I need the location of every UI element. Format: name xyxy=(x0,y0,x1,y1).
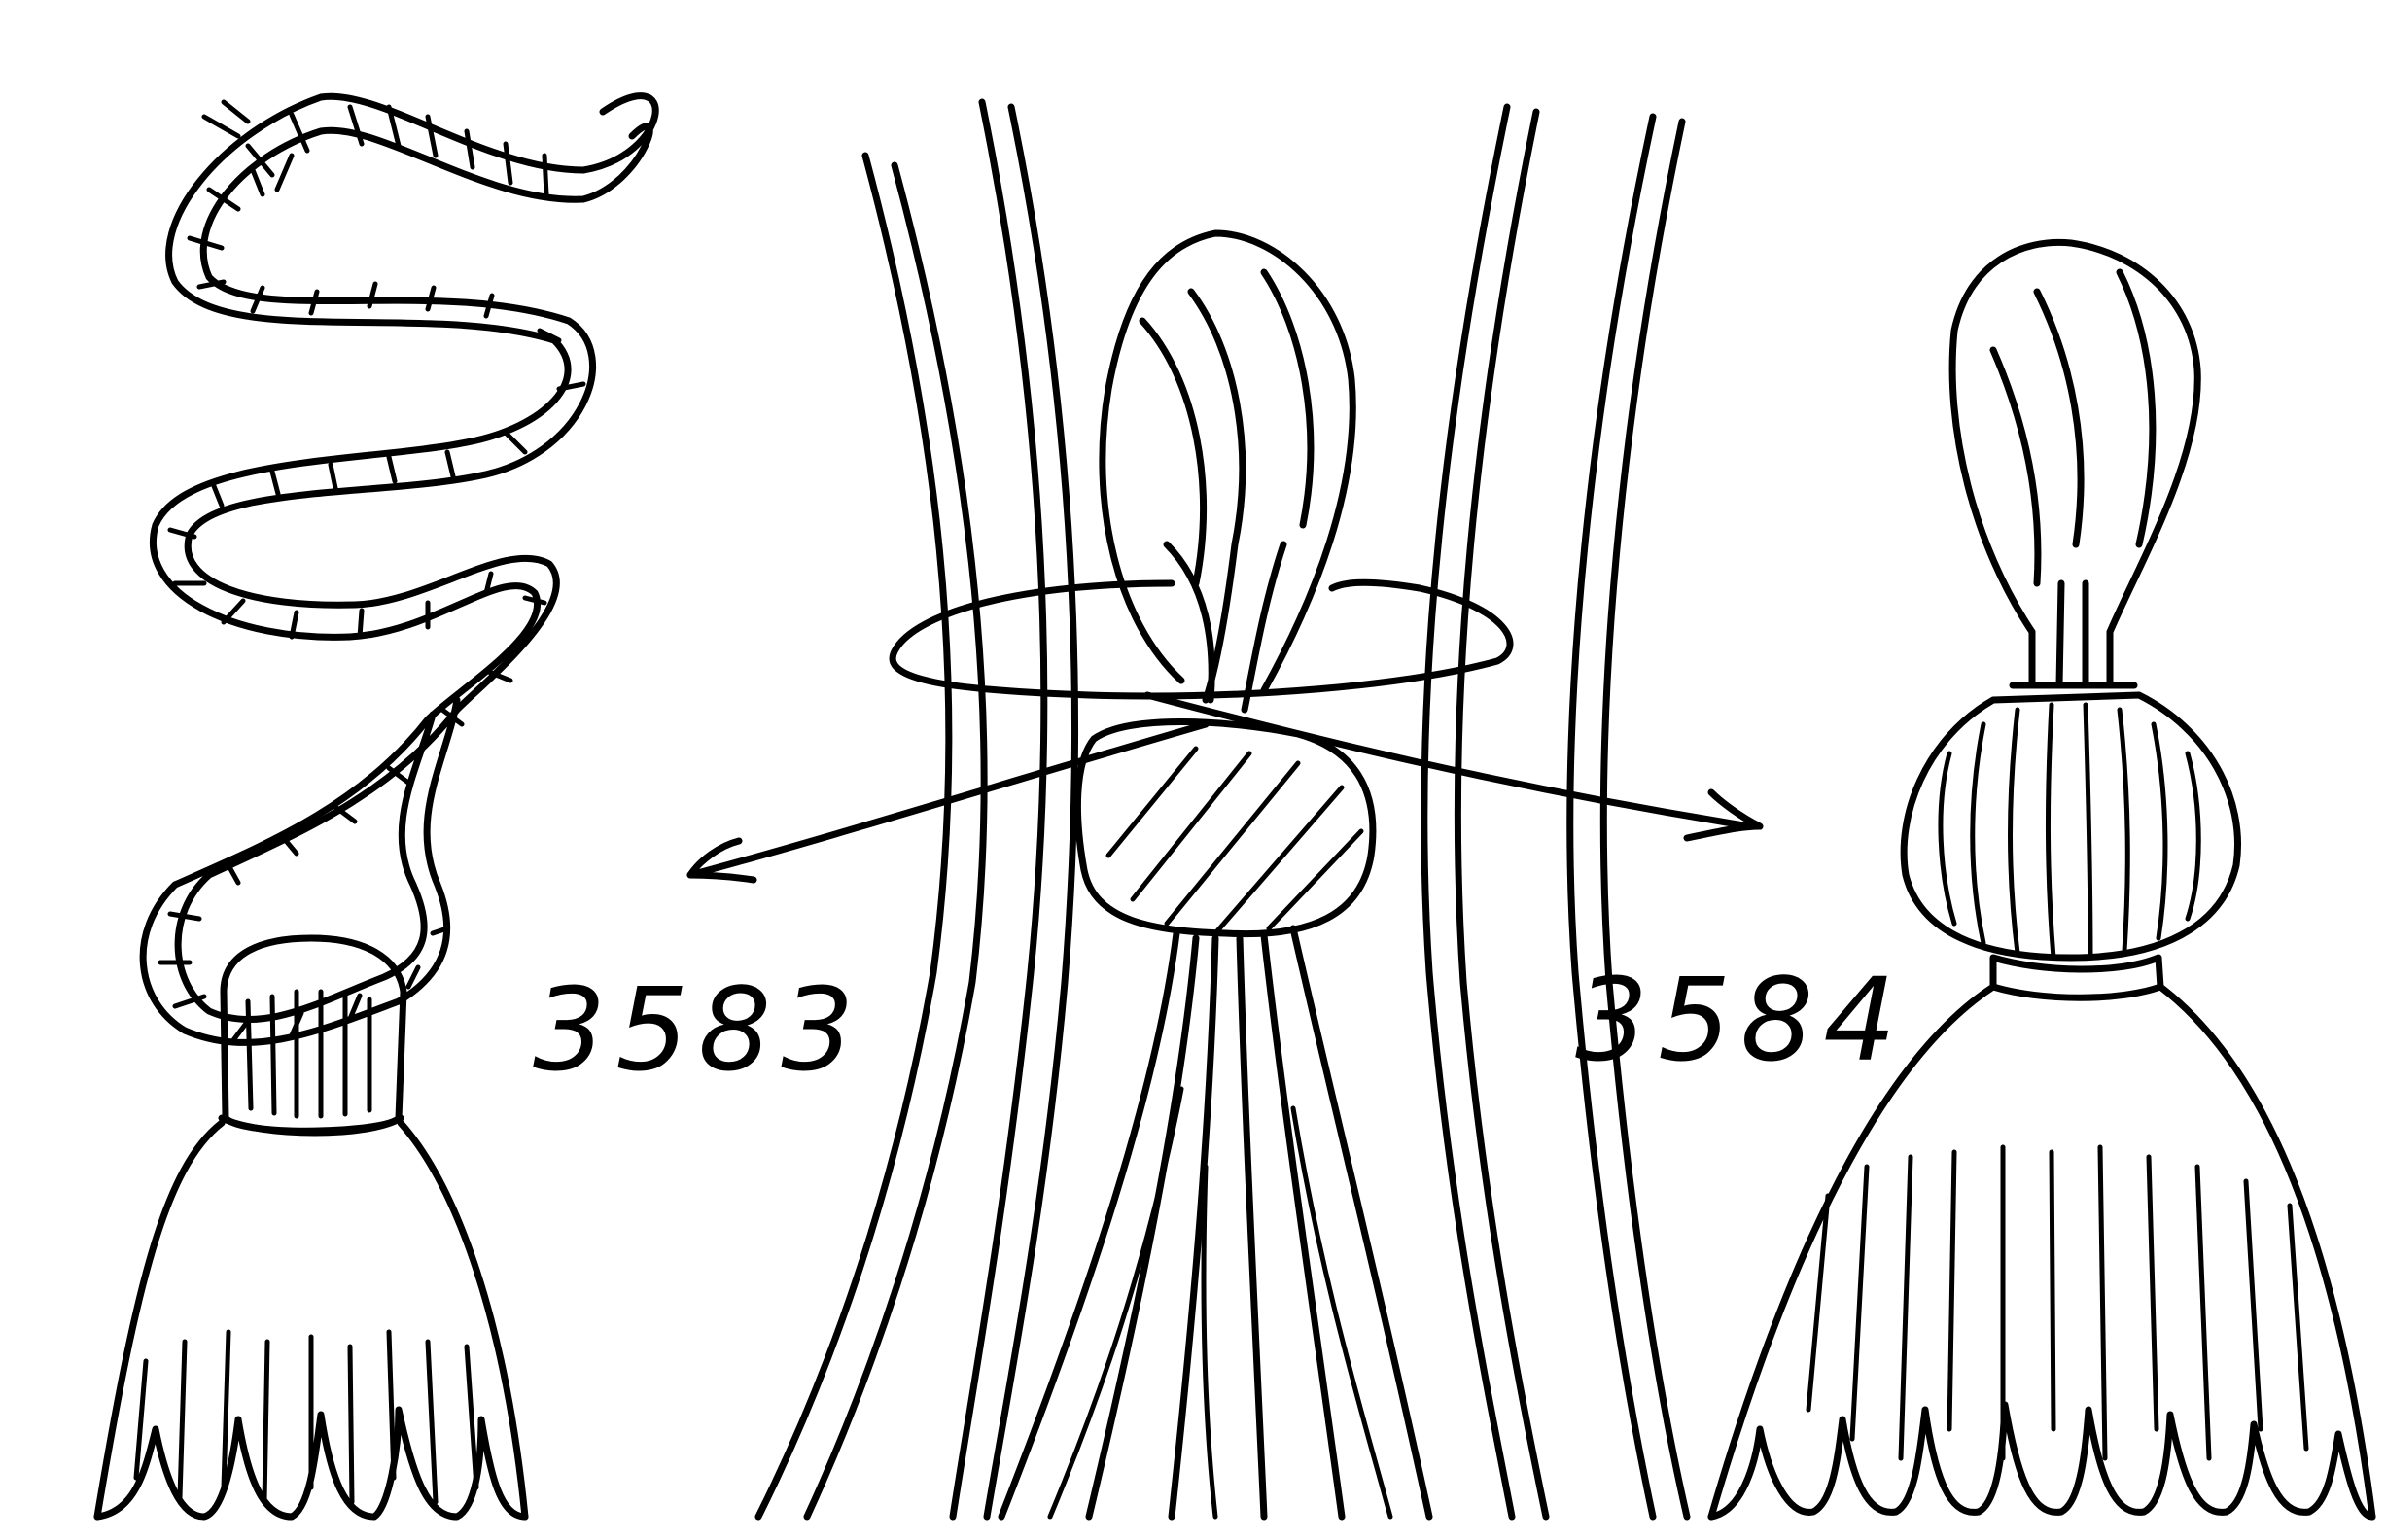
figure-3584-drawing xyxy=(1711,242,2372,1517)
hanging-strands xyxy=(1001,928,1429,1517)
knot-body xyxy=(1077,722,1372,934)
strand-guide-lines xyxy=(758,102,1687,1517)
hanging-loop xyxy=(1952,242,2197,685)
twisted-cord xyxy=(143,96,655,1043)
figure-label-3584: 3584 xyxy=(1575,962,1906,1077)
tassel-head xyxy=(222,938,404,1133)
collar-band xyxy=(1993,958,2160,998)
figure-label-3583: 3583 xyxy=(533,972,863,1087)
center-knot-diagram xyxy=(690,102,1760,1517)
tassel-skirt xyxy=(97,1123,525,1517)
tassel-bulb xyxy=(1904,685,2237,958)
figure-3583-drawing xyxy=(97,96,655,1517)
top-loop xyxy=(1103,233,1352,710)
